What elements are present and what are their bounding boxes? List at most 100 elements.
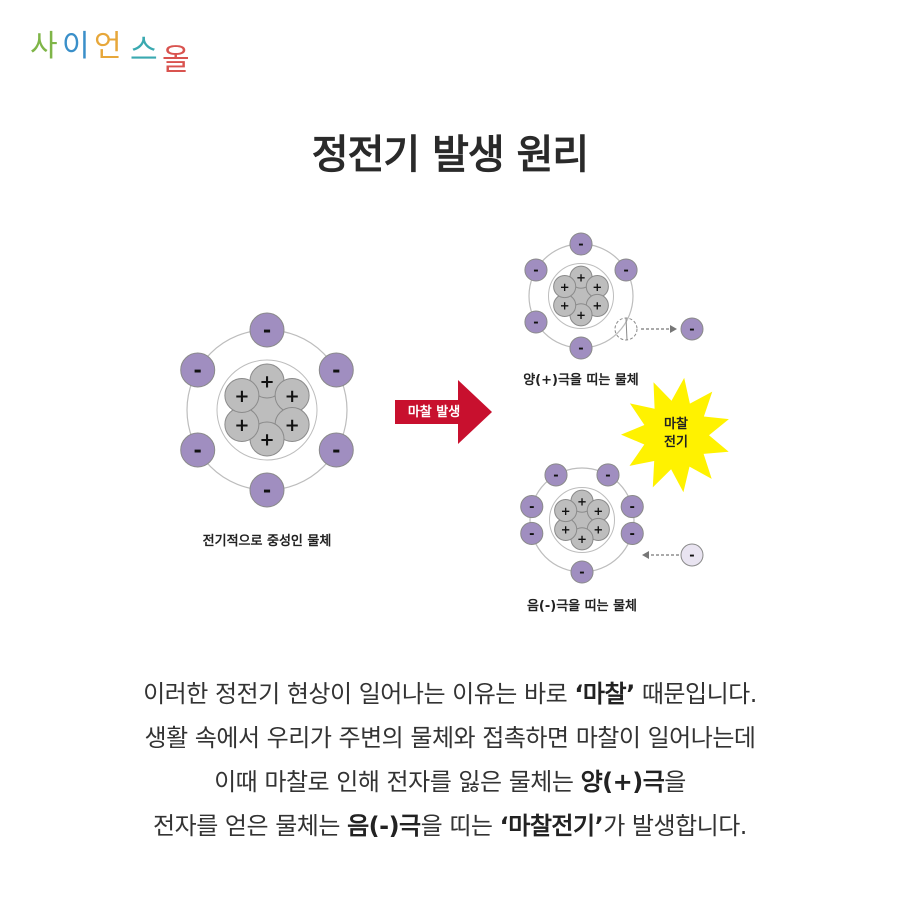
paragraph-line-3: 이때 마찰로 인해 전자를 잃은 물체는 양(+)극을 — [0, 760, 900, 804]
gained-electron-path: - — [642, 543, 704, 567]
electron-symbol: - — [529, 527, 534, 542]
explanation-paragraph: 이러한 정전기 현상이 일어나는 이유는 바로 ‘마찰’ 때문입니다. 생활 속… — [0, 672, 900, 848]
static-electricity-diagram: + + + + + + - - - - - - 전기적으로 중성인 물체 마찰 발생 + + + + + + - -… — [180, 232, 729, 614]
electron: - — [596, 463, 620, 487]
electron: - — [524, 310, 548, 334]
electron: - — [569, 232, 593, 256]
electron-symbol: - — [533, 264, 538, 279]
nucleus-ring — [216, 359, 318, 461]
electron: - — [249, 312, 285, 348]
electron-symbol: - — [332, 438, 340, 462]
logo-char-4: 스 — [130, 33, 158, 68]
electron-symbol: - — [194, 438, 202, 462]
logo-char-2: 이 — [62, 29, 90, 64]
electron-symbol: - — [263, 318, 271, 342]
proton: + — [586, 499, 610, 523]
electron-symbol: - — [332, 358, 340, 382]
nucleus-ring — [549, 487, 615, 553]
arrowhead-icon — [642, 551, 649, 559]
text-segment: 이러한 정전기 현상이 일어나는 이유는 바로 — [143, 680, 575, 708]
proton-symbol: + — [593, 504, 603, 518]
proton: + — [274, 407, 310, 442]
logo-char-5: 올 — [162, 43, 190, 78]
proton-symbol: + — [577, 494, 587, 508]
proton-symbol: + — [576, 270, 586, 284]
paragraph-line-2: 생활 속에서 우리가 주변의 물체와 접촉하면 마찰이 일어나는데 — [144, 724, 756, 752]
electron: - — [620, 494, 644, 519]
neutral-caption: 전기적으로 중성인 물체 — [203, 533, 332, 549]
text-segment: 이때 마찰로 인해 전자를 잃은 물체는 — [214, 768, 581, 796]
proton-symbol: + — [592, 299, 602, 313]
lost-electron: - — [680, 317, 704, 341]
negative-caption: 음(-)극을 띠는 물체 — [527, 598, 637, 614]
positive-caption: 양(+)극을 띠는 물체 — [523, 372, 639, 388]
electron-symbol: - — [630, 500, 635, 515]
vacancy-slash — [625, 317, 628, 341]
emphasis-negative: 음(-)극 — [347, 812, 421, 840]
proton-symbol: + — [561, 504, 571, 518]
logo-mark: 사 이 언 스 올 — [30, 29, 190, 78]
neutral-atom: + + + + + + - - - - - - — [180, 312, 354, 508]
proton-symbol: + — [560, 280, 570, 294]
electron: - — [620, 521, 644, 546]
proton-symbol: + — [577, 532, 587, 546]
friction-arrow: 마찰 발생 — [395, 380, 492, 444]
arrowhead-icon — [670, 325, 677, 333]
electron-symbol: - — [194, 358, 202, 382]
lost-electron-path: - — [614, 317, 704, 341]
proton: + — [553, 275, 577, 299]
text-segment: 때문입니다. — [634, 680, 758, 708]
text-segment: 을 — [664, 768, 686, 796]
electron-symbol: - — [553, 469, 558, 484]
electron-symbol: - — [578, 342, 583, 357]
negative-atom: + + + + + + - - - - - - - — [520, 463, 644, 584]
proton-symbol: + — [592, 280, 602, 294]
electron: - — [569, 336, 593, 360]
emphasis-positive: 양(+)극 — [580, 768, 665, 796]
electron: - — [180, 352, 216, 388]
proton-symbol: + — [259, 371, 274, 392]
electron-symbol: - — [689, 549, 694, 564]
proton-symbol: + — [561, 523, 571, 537]
paragraph-line-1: 이러한 정전기 현상이 일어나는 이유는 바로 ‘마찰’ 때문입니다. — [0, 672, 900, 716]
electron-symbol: - — [263, 478, 271, 502]
electron: - — [544, 463, 568, 487]
electron: - — [614, 258, 638, 282]
incoming-electron: - — [680, 543, 704, 567]
proton-symbol: + — [234, 415, 249, 436]
proton-symbol: + — [576, 308, 586, 322]
electron-symbol: - — [623, 264, 628, 279]
text-segment: 전자를 얻은 물체는 — [153, 812, 348, 840]
electron-symbol: - — [533, 316, 538, 331]
electron: - — [180, 432, 216, 468]
friction-arrow-label: 마찰 발생 — [408, 404, 460, 420]
nucleus-ring — [548, 263, 614, 329]
page-title: 정전기 발생 원리 — [311, 132, 589, 178]
electron-symbol: - — [605, 469, 610, 484]
proton-symbol: + — [259, 429, 274, 450]
electron: - — [570, 560, 594, 584]
electron-symbol: - — [579, 566, 584, 581]
logo-char-3: 언 — [94, 29, 122, 64]
electron: - — [520, 494, 544, 519]
burst-label-line1: 마찰 — [664, 416, 688, 432]
proton-symbol: + — [285, 415, 300, 436]
scienceall-logo[interactable]: 사 이 언 스 올 — [30, 20, 210, 90]
proton-symbol: + — [560, 299, 570, 313]
electron: - — [249, 472, 285, 508]
electron-symbol: - — [529, 500, 534, 515]
burst-label-line2: 전기 — [664, 434, 688, 450]
electron-symbol: - — [578, 238, 583, 253]
proton: + — [274, 378, 310, 413]
electron: - — [680, 543, 704, 567]
proton-symbol: + — [234, 386, 249, 407]
electron: - — [318, 432, 354, 468]
proton-symbol: + — [593, 523, 603, 537]
proton: + — [554, 499, 578, 523]
emphasis-friction-electricity: ‘마찰전기’ — [499, 812, 604, 840]
text-segment: 을 띠는 — [420, 812, 500, 840]
friction-electricity-burst: 마찰 전기 — [621, 377, 729, 493]
paragraph-line-4: 전자를 얻은 물체는 음(-)극을 띠는 ‘마찰전기’가 발생합니다. — [0, 804, 900, 848]
proton-symbol: + — [285, 386, 300, 407]
electron: - — [524, 258, 548, 282]
